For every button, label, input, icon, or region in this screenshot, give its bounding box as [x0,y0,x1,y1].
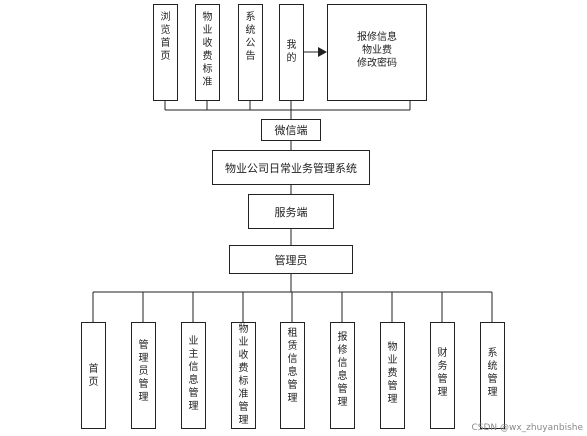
node-server-label: 服务端 [274,205,308,219]
node-fee-standard-manage: 物业收费标准管理 [231,322,256,429]
node-admin-manage: 管理员管理 [131,322,156,429]
node-server: 服务端 [248,194,334,229]
submenu-item-change-password: 修改密码 [357,58,397,69]
node-mine-label: 我的 [286,40,297,64]
submenu-item-repair: 报修信息 [357,32,397,43]
node-rental-info-manage-label: 租赁信息管理 [287,328,298,404]
node-browse-home: 浏览首页 [153,4,178,101]
node-system-notice-label: 系统公告 [245,12,256,62]
submenu-list: 报修信息 物业费 修改密码 [357,31,397,70]
arrow-head [318,47,327,57]
node-property-fee-manage: 物业费管理 [380,322,405,429]
node-finance-manage: 财务管理 [430,322,455,429]
node-owner-info-manage: 业主信息管理 [181,322,206,429]
node-home: 首页 [81,322,106,429]
node-browse-home-label: 浏览首页 [160,12,171,62]
node-system-manage: 系统管理 [480,322,505,429]
node-wechat: 微信端 [261,119,321,141]
submenu-item-property-fee: 物业费 [362,45,392,56]
node-admin-label: 管理员 [274,253,308,267]
node-fee-standard-manage-label: 物业收费标准管理 [238,324,249,426]
node-rental-info-manage: 租赁信息管理 [280,322,305,429]
node-my-submenu: 报修信息 物业费 修改密码 [327,4,427,101]
node-admin-manage-label: 管理员管理 [138,340,149,403]
node-fee-standard: 物业收费标准 [195,4,220,101]
node-repair-info-manage-label: 报修信息管理 [337,332,348,408]
watermark: CSDN @wx_zhuyanbishe [471,423,583,433]
node-home-label: 首页 [88,363,99,388]
node-system-manage-label: 系统管理 [487,348,498,398]
node-repair-info-manage: 报修信息管理 [330,322,355,429]
node-mine: 我的 [279,4,304,101]
node-property-fee-manage-label: 物业费管理 [387,342,398,405]
node-system: 物业公司日常业务管理系统 [212,150,370,185]
node-finance-manage-label: 财务管理 [437,348,448,398]
node-system-label: 物业公司日常业务管理系统 [225,161,357,175]
node-owner-info-manage-label: 业主信息管理 [188,336,199,412]
node-wechat-label: 微信端 [274,124,308,137]
node-admin: 管理员 [229,245,353,274]
node-system-notice: 系统公告 [238,4,263,101]
node-fee-standard-label: 物业收费标准 [202,12,213,88]
